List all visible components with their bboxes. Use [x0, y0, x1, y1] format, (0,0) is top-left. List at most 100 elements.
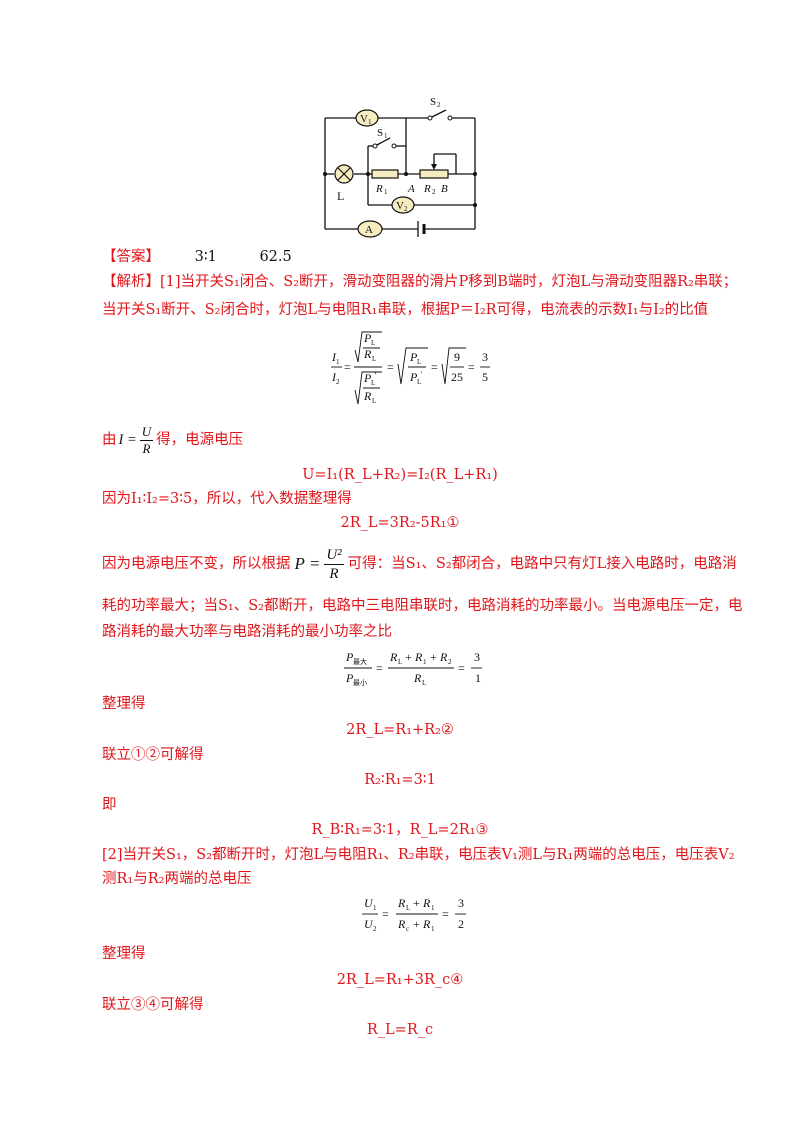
svg-text:2: 2	[448, 658, 452, 666]
analysis-line-9: 联立①②可解得	[102, 747, 204, 763]
analysis-line-10: 即	[102, 797, 117, 813]
analysis-line-4: 因为I₁∶I₂=3∶5，所以，代入数据整理得	[102, 491, 352, 507]
r1-sub: 1	[384, 188, 388, 196]
svg-text:3: 3	[458, 896, 464, 910]
svg-text:+: +	[405, 650, 412, 664]
svg-text:R: R	[422, 917, 431, 931]
svg-text:I: I	[331, 370, 337, 384]
analysis-label: 【解析】	[102, 274, 160, 290]
svg-text:R: R	[422, 896, 431, 910]
answer-value-2: 62.5	[259, 249, 292, 265]
svg-text:1: 1	[431, 925, 435, 933]
r2-label: R	[423, 183, 431, 195]
p4-formula-denominator: R	[329, 565, 339, 582]
svg-text:R: R	[413, 671, 422, 685]
svg-text:L: L	[422, 679, 426, 687]
svg-text:+: +	[430, 650, 437, 664]
s1-sub: 1	[384, 132, 388, 140]
svg-text:9: 9	[454, 350, 460, 364]
svg-text:P: P	[363, 371, 372, 385]
svg-text:2: 2	[458, 917, 464, 931]
answer-label: 【答案】	[102, 249, 160, 265]
svg-text:P: P	[345, 671, 354, 685]
svg-text:L: L	[371, 339, 375, 347]
answer-value-1: 3∶1	[194, 249, 217, 265]
v1-sub: 1	[368, 118, 372, 126]
p2-suffix: 得，电源电压	[156, 432, 244, 448]
s2-sub: 2	[437, 101, 441, 109]
analysis-line-14: 联立③④可解得	[102, 997, 204, 1013]
point-a-label: A	[407, 183, 415, 195]
svg-text:R: R	[439, 650, 448, 664]
svg-text:1: 1	[431, 904, 435, 912]
svg-text:L: L	[398, 658, 402, 666]
equation-3: R_B∶R₁=3∶1，R_L=2R₁③	[311, 822, 489, 838]
svg-text:1: 1	[475, 671, 481, 685]
analysis-line-2: 当开关S₁断开、S₂闭合时，灯泡L与电阻R₁串联，根据P＝I₂R可得，电流表的示…	[102, 302, 709, 318]
analysis-line-11: [2]当开关S₁，S₂都断开时，灯泡L与电阻R₁、R₂串联，电压表V₁测L与R₁…	[102, 847, 735, 863]
svg-text:': '	[421, 370, 423, 379]
svg-text:': '	[375, 371, 377, 380]
r2-sub: 2	[432, 188, 436, 196]
svg-text:5: 5	[482, 370, 488, 384]
svg-text:3: 3	[474, 650, 480, 664]
s2-label: S	[430, 96, 436, 108]
svg-text:R: R	[397, 917, 406, 931]
p2-formula-numerator: U	[139, 423, 154, 441]
resistor-r2-icon	[419, 169, 449, 179]
circuit-diagram: V 1 V 2 A L R 1 A R 2 B S 1 S 2	[323, 96, 477, 238]
p4-formula-numerator: U²	[324, 546, 344, 565]
svg-text:L: L	[372, 355, 376, 363]
svg-text:R: R	[397, 896, 406, 910]
v2-sub: 2	[404, 205, 408, 213]
equation-r2-r1: R₂∶R₁=3∶1	[364, 772, 436, 788]
analysis-line-7: 路消耗的最大功率与电路消耗的最小功率之比	[102, 624, 392, 640]
equation-2: 2R_L=R₁+R₂②	[346, 722, 454, 738]
analysis-line-13: 整理得	[102, 946, 146, 962]
svg-text:I: I	[331, 350, 337, 364]
svg-text:1: 1	[373, 904, 377, 912]
svg-text:最大: 最大	[353, 657, 367, 666]
svg-text:R: R	[389, 650, 398, 664]
svg-text:P: P	[409, 370, 418, 384]
svg-text:=: =	[431, 360, 438, 374]
analysis-line-6: 耗的功率最大；当S₁、S₂都断开，电路中三电阻串联时，电路消耗的功率最小。当电源…	[102, 598, 743, 614]
analysis-text-1: [1]当开关S₁闭合、S₂断开，滑动变阻器的滑片P移到B端时，灯泡L与滑动变阻器…	[160, 274, 738, 290]
equation-final: R_L=R_c	[366, 1022, 434, 1038]
svg-text:=: =	[387, 360, 394, 374]
svg-text:1: 1	[423, 658, 427, 666]
svg-text:1: 1	[336, 358, 340, 366]
analysis-line-5: 因为电源电压不变，所以根据 P = U² R 可得：当S₁、S₂都闭合，电路中只…	[102, 540, 737, 588]
svg-text:最小: 最小	[353, 678, 367, 687]
analysis-line-8: 整理得	[102, 696, 146, 712]
equation-source-voltage: U=I₁(R_L+R₂)=I₂(R_L+R₁)	[302, 467, 498, 483]
analysis-line-3: 由 I = U R 得，电源电压	[102, 418, 243, 462]
resistor-r1-icon	[371, 169, 399, 179]
svg-text:U: U	[364, 917, 374, 931]
svg-text:U: U	[364, 896, 374, 910]
p2-formula-lhs: I =	[118, 432, 137, 448]
equation-4: 2R_L=R₁+3R_c④	[336, 972, 464, 988]
p4-formula-lhs: P =	[294, 554, 321, 573]
ammeter-icon	[357, 220, 383, 238]
svg-text:L: L	[371, 379, 375, 387]
p4-prefix: 因为电源电压不变，所以根据	[102, 556, 291, 572]
p2-prefix: 由	[102, 432, 117, 448]
v2-label: V	[396, 200, 404, 212]
svg-text:P: P	[409, 350, 418, 364]
point-b-label: B	[441, 183, 448, 195]
answer-line: 【答案】 3∶1 62.5	[102, 247, 292, 267]
voltmeter-v2-icon	[391, 196, 415, 214]
svg-text:=: =	[376, 661, 383, 675]
analysis-line-1: 【解析】[1]当开关S₁闭合、S₂断开，滑动变阻器的滑片P移到B端时，灯泡L与滑…	[102, 272, 737, 292]
svg-text:P: P	[345, 650, 354, 664]
svg-text:L: L	[406, 904, 410, 912]
voltmeter-v1-icon	[355, 109, 379, 127]
v1-label: V	[360, 113, 368, 125]
svg-text:L: L	[417, 358, 421, 366]
svg-text:L: L	[372, 397, 376, 405]
svg-text:R: R	[363, 389, 372, 403]
